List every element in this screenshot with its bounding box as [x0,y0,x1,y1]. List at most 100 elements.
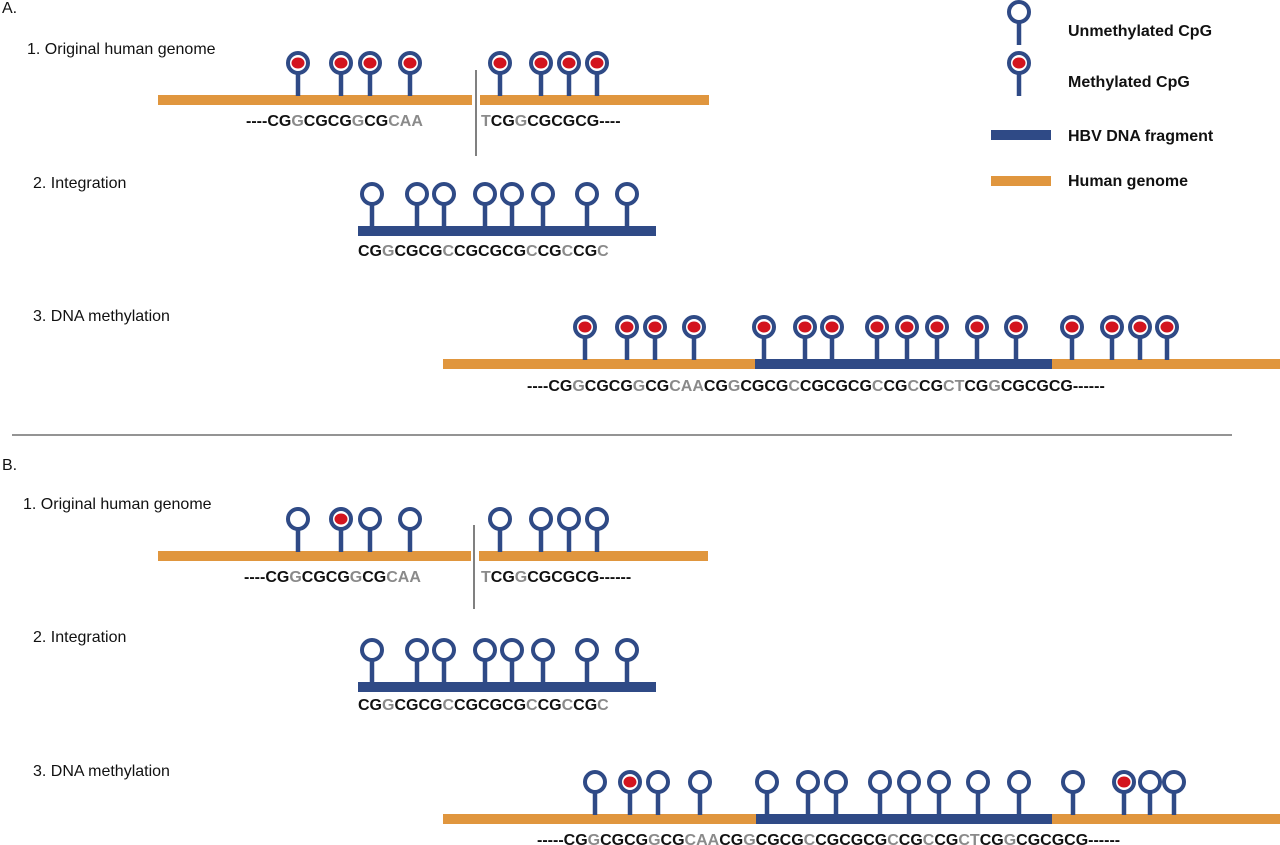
panel-a-methylated-cpg-icon [965,315,989,360]
panel-a-original-left-sequence: ----CGGCGCGGCGCAA [246,113,423,130]
sequence-segment: CG [362,569,386,586]
sequence-segment: CG [934,832,958,845]
panel-a-human-genome-left-bar [158,95,472,105]
sequence-segment: ------ [599,569,631,586]
panel-a: A. 1. Original human genome 2. Integrati… [2,0,1280,395]
sequence-segment: CG [645,378,669,395]
sequence-segment: CG [358,697,382,714]
panel-b-unmethylated-cpg-icon [500,638,524,683]
sequence-segment: CGCGCG [800,378,872,395]
panel-b-unmethylated-cpg-icon [286,507,310,552]
legend: Unmethylated CpG Methylated CpG HBV DNA … [991,0,1214,190]
sequence-segment: CG [564,832,588,845]
panel-a-unmethylated-cpg-icon [575,182,599,227]
panel-b-unmethylated-cpg-icon [868,770,892,815]
sequence-segment: G [350,569,362,586]
panel-a-methylation-human-left-bar [443,359,755,369]
panel-b-unmethylated-cpg-icon [405,638,429,683]
sequence-segment: C [562,243,574,260]
sequence-segment: CGCG [302,569,350,586]
sequence-segment: CG [548,378,572,395]
legend-hbv-bar [991,130,1051,140]
legend-unmethylated-symbol [1007,0,1031,45]
panel-b-unmethylated-cpg-icon [360,638,384,683]
sequence-segment: CGCGCG [815,832,887,845]
sequence-segment: C [872,378,884,395]
panel-a-unmethylated-cpg-icon [473,182,497,227]
panel-b-methylation-cpg-sites [583,770,1186,815]
sequence-segment: CG [964,378,988,395]
sequence-segment: CG [491,569,515,586]
panel-a-methylated-cpg-icon [573,315,597,360]
panel-a-methylated-cpg-icon [1100,315,1124,360]
sequence-segment: G [382,243,394,260]
methylated-cpg-icon [1007,51,1031,96]
sequence-segment: C [442,697,454,714]
sequence-segment: C [804,832,816,845]
panel-b-unmethylated-cpg-icon [824,770,848,815]
sequence-segment: C [526,697,538,714]
panel-a-methylated-cpg-icon [615,315,639,360]
sequence-segment: CGCG [756,832,804,845]
sequence-segment: CGCG [740,378,788,395]
panel-b-unmethylated-cpg-icon [583,770,607,815]
panel-a-methylated-cpg-icon [398,51,422,96]
panel-b-unmethylated-cpg-icon [755,770,779,815]
sequence-segment: CAA [685,832,720,845]
sequence-segment: C [923,832,935,845]
panel-b-methylation-hbv-bar [756,814,1052,824]
sequence-segment: G [1004,832,1016,845]
sequence-segment: CGCGCG [527,113,599,130]
sequence-segment: C [788,378,800,395]
panel-b-integration-cpg-sites [360,638,639,683]
panel-a-methylated-cpg-icon [820,315,844,360]
panel-a-methylated-cpg-icon [865,315,889,360]
sequence-segment: G [572,378,584,395]
panel-a-unmethylated-cpg-icon [405,182,429,227]
sequence-segment: G [743,832,755,845]
sequence-segment: CGCGCG [454,243,526,260]
panel-b-unmethylated-cpg-icon [1138,770,1162,815]
sequence-segment: G [352,113,364,130]
sequence-segment: CGCG [394,697,442,714]
sequence-segment: G [588,832,600,845]
panel-b-unmethylated-cpg-icon [488,507,512,552]
sequence-segment: G [988,378,1000,395]
panel-b-methylation-human-right-bar [1052,814,1280,824]
unmethylated-cpg-icon [1007,0,1031,45]
sequence-segment: CGCG [600,832,648,845]
panel-b-unmethylated-cpg-icon [358,507,382,552]
sequence-segment: CGCGCG [1001,378,1073,395]
sequence-segment: ------ [1073,378,1105,395]
panel-a-methylated-cpg-icon [358,51,382,96]
panel-b-unmethylated-cpg-icon [398,507,422,552]
panel-a-methylated-cpg-icon [488,51,512,96]
sequence-segment: T [481,113,491,130]
sequence-segment: CG [358,243,382,260]
sequence-segment: CG [265,569,289,586]
panel-b-original-right-sequence: TCGGCGCGCG------ [481,569,631,586]
sequence-segment: G [291,113,303,130]
panel-a-integration-sequence: CGGCGCGCCGCGCGCCGCCGC [358,243,609,260]
sequence-segment: CT [943,378,965,395]
panel-b-unmethylated-cpg-icon [796,770,820,815]
panel-b-unmethylated-cpg-icon [529,507,553,552]
panel-a-human-genome-right-bar [480,95,709,105]
sequence-segment: CG [899,832,923,845]
panel-b-unmethylated-cpg-icon [927,770,951,815]
panel-b-methylation-sequence: -----CGGCGCGGCGCAACGGCGCGCCGCGCGCCGCCGCT… [537,832,1120,845]
sequence-segment: T [481,569,491,586]
sequence-segment: C [562,697,574,714]
sequence-segment: CAA [386,569,421,586]
sequence-segment: C [907,378,919,395]
panel-a-methylated-cpg-icon [682,315,706,360]
panel-b-step-1-label: 1. Original human genome [23,496,212,513]
sequence-segment: CGCGCG [454,697,526,714]
panel-b-methylated-cpg-icon [618,770,642,815]
sequence-segment: C [887,832,899,845]
panel-b-original-right-cpg-sites [488,507,609,552]
panel-b-unmethylated-cpg-icon [1007,770,1031,815]
panel-a-step-3-label: 3. DNA methylation [33,308,170,325]
panel-a-unmethylated-cpg-icon [360,182,384,227]
sequence-segment: CG [364,113,388,130]
